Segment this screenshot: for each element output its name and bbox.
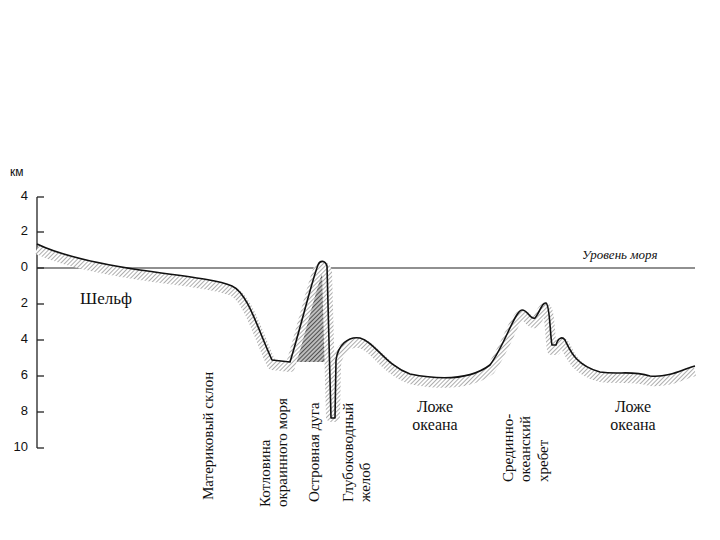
region-label: Шельф	[80, 289, 132, 309]
axis-value: 8	[4, 404, 28, 419]
axis-value: 6	[4, 368, 28, 383]
y-axis	[36, 197, 37, 448]
region-label: Срединно- океанский хребет	[500, 414, 552, 482]
axis-value: 0	[4, 260, 28, 275]
sea-level-line	[37, 267, 695, 268]
axis-ticks	[37, 197, 44, 448]
seabed-hatch	[37, 249, 695, 417]
axis-unit: км	[10, 166, 24, 180]
sea-level-label: Уровень моря	[582, 248, 657, 263]
region-label: Островная дуга	[306, 402, 323, 502]
axis-value: 4	[4, 332, 28, 347]
axis-value: 4	[4, 189, 28, 204]
seabed-profile	[37, 244, 695, 418]
axis-value: 2	[4, 296, 28, 311]
axis-value: 10	[4, 440, 28, 455]
region-label: Ложе океана	[396, 398, 474, 435]
region-label: Глубоководный желоб	[340, 403, 375, 502]
region-label: Котловина окраинного моря	[257, 383, 292, 507]
region-label: Материковый склон	[200, 372, 217, 500]
axis-value: 2	[4, 224, 28, 239]
region-label: Ложе океана	[594, 398, 672, 435]
